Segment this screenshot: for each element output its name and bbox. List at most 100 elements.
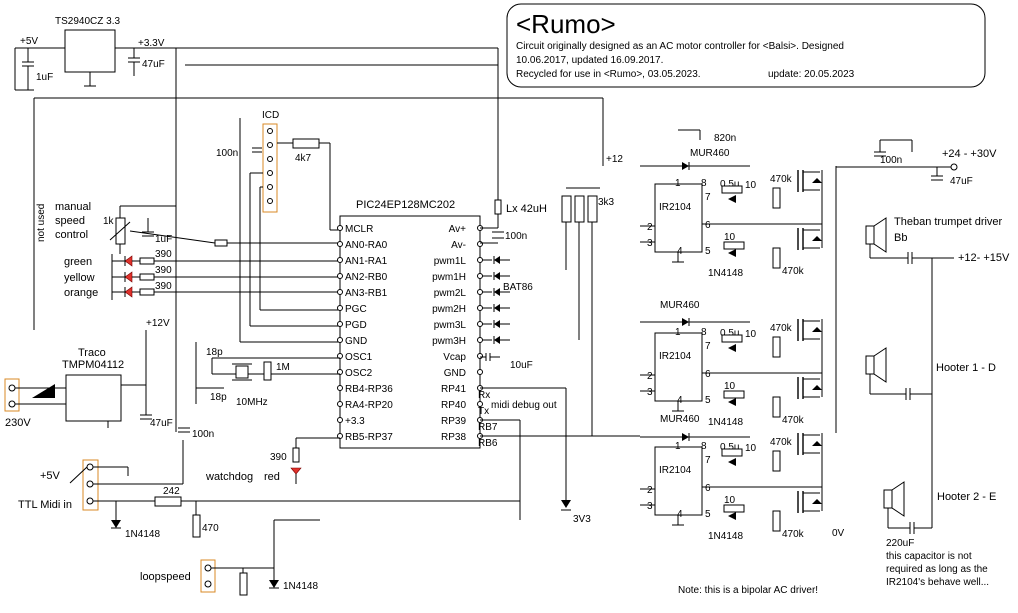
label-not-used: not used bbox=[36, 204, 47, 242]
led-orange-icon bbox=[124, 286, 133, 298]
mcu-pin-label-left-9: OSC2 bbox=[345, 368, 373, 379]
debug-label: midi debug out bbox=[491, 400, 557, 411]
hooter1-label: Hooter 1 - D bbox=[936, 362, 996, 374]
driver-pin-3-1: 8 bbox=[701, 441, 707, 452]
icd-cap: 100n bbox=[216, 148, 238, 159]
led-res-yellow: 390 bbox=[155, 265, 172, 276]
driver-ic-3 bbox=[654, 446, 703, 516]
driver-pin-2-2: 7 bbox=[705, 341, 711, 352]
mcu-pin-label-right-9: GND bbox=[444, 368, 466, 379]
regulator-name: TS2940CZ 3.3 bbox=[55, 16, 120, 27]
speaker-icon-2 bbox=[865, 355, 875, 375]
driver-diode-3: MUR460 bbox=[660, 414, 700, 425]
mcu-pin-label-right-12: RP39 bbox=[441, 416, 466, 427]
mcu-pin-label-right-1: Av- bbox=[451, 240, 466, 251]
power-supply: +12V Traco TMPM04112 230V 47uF 100n bbox=[4, 318, 214, 440]
mosfet-icon-1-1 bbox=[812, 236, 822, 241]
cap220-label: 220uF bbox=[886, 538, 914, 549]
driver-gate-d-1: 1N4148 bbox=[708, 268, 743, 279]
mcu-pin-label-left-7: GND bbox=[345, 336, 367, 347]
mcu-pin-label-right-10: RP41 bbox=[441, 384, 466, 395]
regulator-cout: 47uF bbox=[142, 59, 165, 70]
driver-bootcap-2: 0.5u bbox=[720, 328, 739, 339]
midi-pulldown: 470 bbox=[202, 523, 219, 534]
driver-pulldown-lo-2: 470k bbox=[782, 415, 805, 426]
driver-ic-2 bbox=[654, 332, 703, 402]
led-label-orange: orange bbox=[64, 287, 98, 299]
driver-pin-1-0: 1 bbox=[675, 178, 681, 189]
mcu-pin-left-6 bbox=[337, 321, 343, 327]
regulator-cin: 1uF bbox=[36, 72, 53, 83]
speaker-icon-3 bbox=[883, 489, 893, 509]
label-plus5v-top: +5V bbox=[20, 36, 38, 47]
driver-plus12: +12 bbox=[606, 154, 623, 165]
hv-label: +24 - +30V bbox=[942, 148, 997, 160]
icd-res: 4k7 bbox=[295, 153, 312, 164]
driver-pin-3-4: 5 bbox=[705, 509, 711, 520]
regulator-block: TS2940CZ 3.3 +5V +3.3V 1uF 47uF bbox=[14, 16, 604, 432]
mcu-pin-label-right-13: RP38 bbox=[441, 432, 466, 443]
mosfet-icon-2-1 bbox=[812, 385, 822, 390]
led-label-yellow: yellow bbox=[64, 272, 95, 284]
zener-label: 3V3 bbox=[573, 514, 591, 525]
label-plus12v: +12V bbox=[146, 318, 170, 329]
debug-out: Rx Tx midi debug out RB7 RB6 3V3 bbox=[478, 387, 640, 525]
driver-bootcap1-top: 820n bbox=[714, 133, 736, 144]
bat86-label: BAT86 bbox=[503, 282, 533, 293]
loopspeed-input: loopspeed 1N4148 bbox=[140, 519, 320, 596]
hooter2-label: Hooter 2 - E bbox=[937, 491, 996, 503]
debug-tx: Tx bbox=[478, 406, 489, 417]
midi-input: +5V TTL Midi in 242 1N4148 470 bbox=[18, 440, 520, 540]
led-res-orange: 390 bbox=[155, 281, 172, 292]
driver-pin-2-3: 6 bbox=[705, 369, 711, 380]
driver-pin-1-7: 3 bbox=[647, 238, 653, 249]
mcu-pin-label-left-6: PGD bbox=[345, 320, 367, 331]
driver-diode-icon-2 bbox=[682, 318, 689, 326]
mcu-pin-label-left-0: MCLR bbox=[345, 224, 373, 235]
driver-pin-2-4: 5 bbox=[705, 395, 711, 406]
driver-pin-3-3: 6 bbox=[705, 483, 711, 494]
driver-pin-3-7: 3 bbox=[647, 501, 653, 512]
driver-bootcap-1: 0.5u bbox=[720, 179, 739, 190]
driver-pin-2-5: 4 bbox=[677, 395, 683, 406]
mcu-pin-left-0 bbox=[337, 225, 343, 231]
driver-diode-icon-3 bbox=[682, 433, 689, 441]
mcu-pin-label-left-13: RB5-RP37 bbox=[345, 432, 393, 443]
hv-cap2: 100n bbox=[880, 155, 902, 166]
mcu-pin-left-11 bbox=[337, 401, 343, 407]
driver-pulldown-hi-2: 470k bbox=[770, 323, 793, 334]
plus12-15-label: +12- +15V bbox=[958, 252, 1010, 264]
mcu-pin-left-12 bbox=[337, 417, 343, 423]
led-yellow: yellow 390 bbox=[64, 265, 338, 284]
watchdog-res: 390 bbox=[270, 452, 287, 463]
loopspeed-label: loopspeed bbox=[140, 571, 191, 583]
mcu-pin-label-right-2: pwm1L bbox=[434, 256, 467, 267]
mcu-chip: PIC24EP128MC202 MCLRAN0-RA0AN1-RA1AN2-RB… bbox=[337, 199, 510, 449]
mcu-pin-right-7 bbox=[477, 337, 483, 343]
led-green-icon bbox=[124, 255, 133, 267]
driver-pin-1-1: 8 bbox=[701, 178, 707, 189]
title-text: <Rumo> bbox=[516, 9, 616, 39]
midi-diode: 1N4148 bbox=[125, 529, 160, 540]
title-update: update: 20.05.2023 bbox=[768, 69, 855, 80]
speaker-icon-1 bbox=[865, 225, 875, 245]
driver-pin-1-3: 6 bbox=[705, 220, 711, 231]
driver-gate-d-3: 1N4148 bbox=[708, 531, 743, 542]
mcu-pin-label-left-1: AN0-RA0 bbox=[345, 240, 388, 251]
mcu-pin-label-right-3: pwm1H bbox=[432, 272, 466, 283]
mcu-pin-label-left-11: RA4-RP20 bbox=[345, 400, 393, 411]
driver-pulldown-lo-1: 470k bbox=[782, 266, 805, 277]
osc-cap1: 18p bbox=[206, 347, 223, 358]
watchdog-label: watchdog bbox=[205, 471, 253, 483]
watchdog-color: red bbox=[264, 471, 280, 483]
led-orange: orange 390 bbox=[64, 281, 338, 299]
mosfet-icon-3-0 bbox=[812, 441, 822, 446]
driver-pin-2-1: 8 bbox=[701, 327, 707, 338]
oscillator: 18p 18p 10MHz 1M bbox=[195, 342, 340, 408]
mcu-pin-label-left-2: AN1-RA1 bbox=[345, 256, 388, 267]
mcu-pin-right-8 bbox=[477, 353, 483, 359]
mcu-pin-right-5 bbox=[477, 305, 483, 311]
driver-pin-1-5: 4 bbox=[677, 246, 683, 257]
